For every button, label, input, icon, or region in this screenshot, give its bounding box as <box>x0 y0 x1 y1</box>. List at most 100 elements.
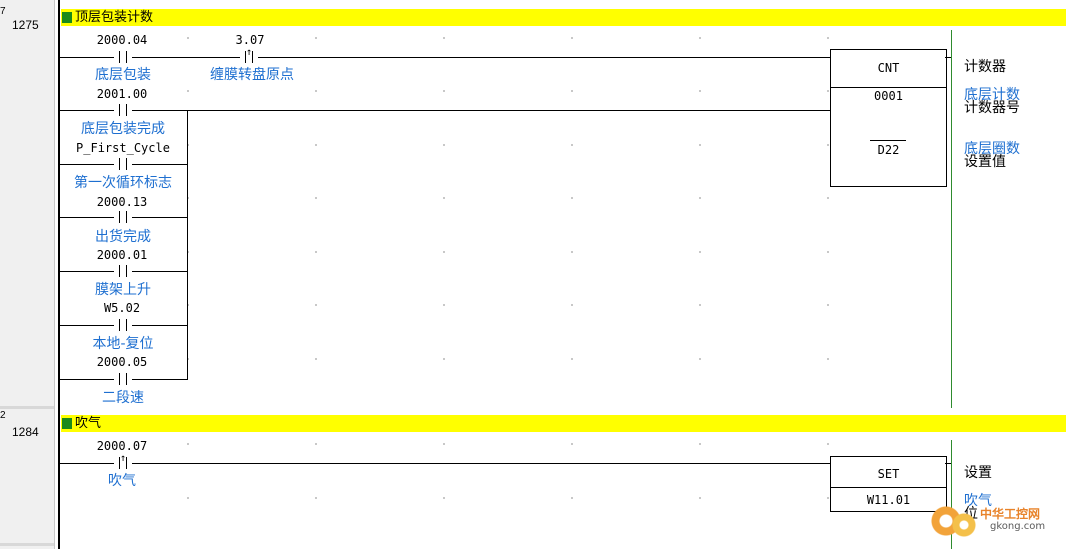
grid-dot <box>827 304 829 306</box>
grid-dot <box>443 37 445 39</box>
output-wire <box>945 463 951 464</box>
grid-dot <box>571 37 573 39</box>
no-contact[interactable] <box>114 51 132 63</box>
rung-wire <box>60 463 830 464</box>
grid-dot <box>315 443 317 445</box>
overline-mark <box>870 140 906 141</box>
block-divider <box>831 487 946 488</box>
contact-comment: 出货完成 <box>95 229 151 245</box>
output-wire <box>945 57 951 58</box>
rising-edge-icon: ↑ <box>120 453 127 464</box>
contact-comment: 吹气 <box>108 473 136 489</box>
no-contact[interactable] <box>114 104 132 116</box>
contact-address: 2000.13 <box>96 195 148 209</box>
rung-title-bar[interactable]: 吹气 <box>61 415 1066 432</box>
grid-dot <box>187 144 189 146</box>
grid-dot <box>571 251 573 253</box>
watermark-url: gkong.com <box>990 521 1046 532</box>
grid-dot <box>315 304 317 306</box>
contact-comment: 底层包装 <box>95 67 151 83</box>
grid-dot <box>571 443 573 445</box>
rung-number[interactable]: 1284 <box>12 425 39 439</box>
grid-dot <box>443 144 445 146</box>
rung-number[interactable]: 1275 <box>12 18 39 32</box>
grid-dot <box>699 497 701 499</box>
no-contact[interactable] <box>114 319 132 331</box>
rung-title: 顶层包装计数 <box>75 10 154 25</box>
grid-dot <box>699 358 701 360</box>
no-contact[interactable] <box>114 158 132 170</box>
instruction-operand[interactable]: 0001 <box>874 89 903 103</box>
gutter-mark: 7 <box>0 6 6 17</box>
gutter-separator <box>0 406 54 409</box>
grid-dot <box>827 358 829 360</box>
contact-address: 2000.04 <box>96 33 148 47</box>
grid-dot <box>827 90 829 92</box>
watermark-text: 中华工控网 <box>980 507 1041 521</box>
rising-edge-contact[interactable]: ↑ <box>114 453 132 469</box>
left-power-rail <box>58 0 60 549</box>
operand-comment: 底层计数 <box>964 87 1020 103</box>
contact-address: 2000.05 <box>96 355 148 369</box>
no-contact[interactable] <box>114 211 132 223</box>
contact-comment: 二段速 <box>102 390 144 406</box>
grid-dot <box>699 304 701 306</box>
no-contact[interactable] <box>114 373 132 385</box>
cnt-instruction-block[interactable]: CNT 0001 D22 <box>830 49 947 187</box>
grid-dot <box>443 304 445 306</box>
contact-comment: 缠膜转盘原点 <box>210 67 294 83</box>
grid-dot <box>571 304 573 306</box>
grid-dot <box>315 358 317 360</box>
grid-dot <box>827 144 829 146</box>
set-instruction-block[interactable]: SET W11.01 <box>830 456 947 512</box>
grid-dot <box>827 197 829 199</box>
contact-comment: 底层包装完成 <box>81 121 165 137</box>
grid-dot <box>699 443 701 445</box>
grid-dot <box>187 251 189 253</box>
instruction-operand[interactable]: D22 <box>877 143 900 157</box>
grid-dot <box>699 251 701 253</box>
grid-dot <box>187 90 189 92</box>
grid-dot <box>315 90 317 92</box>
operand-comment: 计数器 <box>964 59 1006 75</box>
operand-comment: 设置值 <box>964 154 1006 170</box>
contact-address: 3.07 <box>235 33 265 47</box>
operand-comment: 底层圈数 <box>964 141 1020 157</box>
operand-comment: 吹气 <box>964 493 992 509</box>
contact-comment: 膜架上升 <box>95 282 151 298</box>
grid-dot <box>187 37 189 39</box>
rising-edge-contact[interactable]: ↑ <box>240 47 258 63</box>
grid-dot <box>571 90 573 92</box>
grid-dot <box>571 497 573 499</box>
rung-wire <box>60 57 830 58</box>
no-contact[interactable] <box>114 265 132 277</box>
rung-title: 吹气 <box>75 416 102 431</box>
rung-marker-icon <box>62 12 72 23</box>
rung-marker-icon <box>62 418 72 429</box>
block-divider <box>831 87 946 88</box>
instruction-mnemonic: SET <box>877 467 900 481</box>
gutter-mark: 2 <box>0 410 6 421</box>
grid-dot <box>699 197 701 199</box>
branch-wire <box>187 110 188 380</box>
grid-dot <box>315 497 317 499</box>
grid-dot <box>187 497 189 499</box>
grid-dot <box>315 144 317 146</box>
operand-comment: 设置 <box>964 465 992 481</box>
contact-address: 2000.01 <box>96 248 148 262</box>
rung-title-bar[interactable]: 顶层包装计数 <box>61 9 1066 26</box>
right-power-rail <box>951 440 952 549</box>
gutter-separator <box>0 543 54 546</box>
grid-dot <box>571 144 573 146</box>
grid-dot <box>827 251 829 253</box>
grid-dot <box>571 358 573 360</box>
grid-dot <box>443 197 445 199</box>
contact-address: P_First_Cycle <box>76 141 170 155</box>
grid-dot <box>187 197 189 199</box>
grid-dot <box>443 358 445 360</box>
grid-dot <box>187 443 189 445</box>
contact-comment: 本地-复位 <box>92 336 154 352</box>
grid-dot <box>827 443 829 445</box>
contact-address: W5.02 <box>103 301 141 315</box>
instruction-operand[interactable]: W11.01 <box>866 493 911 507</box>
